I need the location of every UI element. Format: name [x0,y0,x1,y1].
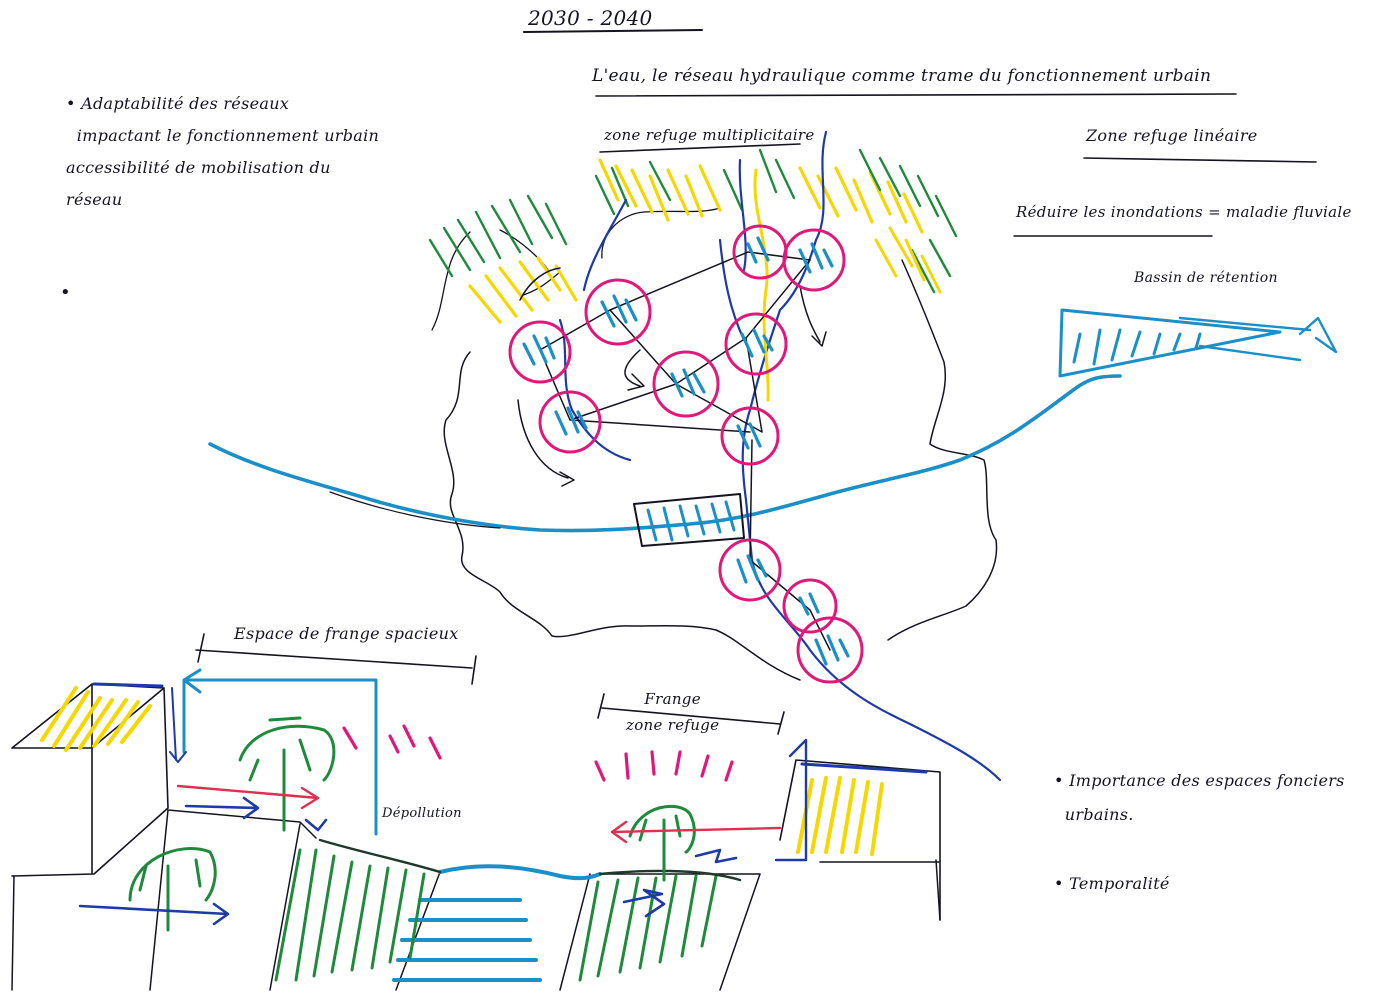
tree [130,849,215,930]
sketch-title: 2030 - 2040 [528,6,653,30]
label-zone-refuge-lineaire: Zone refuge linéaire [1086,126,1258,145]
tree [240,718,334,830]
network-links [540,252,830,650]
subtitle-underline [596,94,1236,96]
refuge-node [734,226,786,278]
channel-water-hatch [394,900,540,980]
label-bassin-retention: Bassin de rétention [1134,270,1278,286]
note-adaptabilite: • Adaptabilité des réseaux impactant le … [66,88,379,216]
label-depollution: Dépollution [382,806,462,821]
note-importance: • Importance des espaces fonciers urbain… [1054,764,1345,832]
stream-network [560,132,1000,780]
label-frange-zone-refuge: Frange zone refuge [626,686,719,738]
left-building-hatch [42,688,150,750]
note-temporalite: • Temporalité [1054,874,1170,893]
refuge-node [586,280,650,344]
channel-water [440,866,600,878]
right-building-hatch [798,778,882,854]
retention-basin [1060,310,1280,376]
refuge-node [722,408,778,464]
note-empty-bullet: • [60,282,71,303]
zone-lineaire-underline [1084,158,1316,162]
retention-basin-hatch [1074,330,1200,364]
left-building-roof [94,684,162,686]
urban-outline [444,260,996,680]
zone-multiple-underline [600,144,800,152]
title-underline [524,30,702,32]
urban-inner-lines [432,208,720,330]
label-zone-refuge-multiple: zone refuge multiplicitaire [604,126,815,144]
sketch-subtitle: L'eau, le réseau hydraulique comme trame… [592,66,1211,86]
label-espace-frange: Espace de frange spacieux [234,624,459,643]
refuge-node [784,230,844,290]
vegetation-hatch-north [430,150,956,322]
trees [130,718,694,930]
refuge-node [654,352,718,416]
frange-frame [184,670,376,834]
tree [630,806,694,880]
label-reduction-inondations: Réduire les inondations = maladie fluvia… [1016,203,1352,221]
refuge-node [726,314,786,374]
retention-arrow [1300,318,1336,352]
